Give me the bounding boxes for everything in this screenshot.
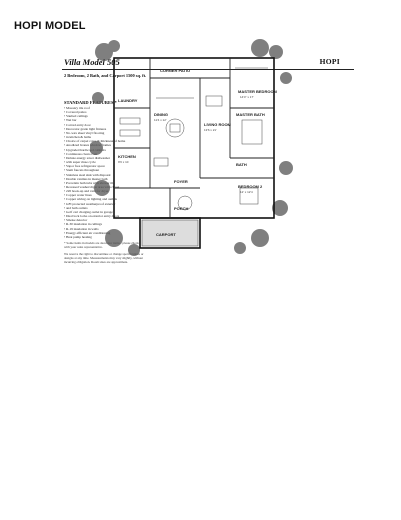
room-label-carport: CARPORT <box>156 232 176 237</box>
features-title: STANDARD FEATURES * <box>64 100 117 105</box>
room-label-dining: DINING <box>154 112 168 117</box>
feature-item: Deluxe energy saver dishwasher <box>64 156 146 160</box>
carport-driveway <box>141 219 199 247</box>
furniture <box>119 67 268 211</box>
interior-walls <box>114 58 274 218</box>
feature-item: Stainless steel sink with disposal <box>64 173 146 177</box>
model-title: Villa Model 505 <box>64 57 120 67</box>
title-rule <box>62 69 354 70</box>
room-label-foyer: FOYER <box>174 179 188 184</box>
room-dims-dining: 11'4 x 12' <box>154 118 167 122</box>
room-label-bedroom-2: BEDROOM 2 <box>238 184 263 189</box>
exterior-walls <box>113 57 275 249</box>
feature-item: 220 hook-up and vent for dryer <box>64 189 146 193</box>
feature-item: Stem faucets throughout <box>64 168 146 172</box>
feature-item: Covered patios <box>64 110 146 114</box>
feature-item: Vapor free refrigerator space <box>64 164 146 168</box>
feature-item: GFI protected weatherproof exterior <box>64 202 146 206</box>
landscaping-shrubs <box>90 39 293 256</box>
room-dims-living-room: 13'6 x 21' <box>204 128 217 132</box>
features-panel: STANDARD FEATURES * Masonry tile roofCov… <box>64 100 146 265</box>
feature-item: Anodized bronze window frames <box>64 143 146 147</box>
feature-item: in kitchen & baths <box>64 135 146 139</box>
feature-item: Decorator grade light fixtures <box>64 127 146 131</box>
feature-item: R-30 insulation in ceilings <box>64 222 146 226</box>
brochure-sheet: Villa Model 505 HOPI 2 Bedroom, 2 Bath, … <box>58 52 358 297</box>
room-label-kitchen: KITCHEN <box>118 154 136 159</box>
feature-item: Upgraded hardwood cabinets <box>64 148 146 152</box>
feature-item: Double vanities in master bath <box>64 177 146 181</box>
feature-item: Energy efficient air conditioning <box>64 231 146 235</box>
brand-name: HOPI <box>319 57 340 66</box>
feature-item: Dual lock locks on exterior entry doors <box>64 214 146 218</box>
page-heading: HOPI MODEL <box>14 20 86 32</box>
disclaimer: We reserve the right to discontinue or c… <box>64 251 144 264</box>
feature-item: Smoke detector <box>64 218 146 222</box>
room-label-bath: BATH <box>236 162 247 167</box>
room-dims-master-bedroom: 14'4" x 17' <box>240 95 254 99</box>
feature-item: Golf cart charging outlet in garage <box>64 210 146 214</box>
room-label-living-room: LIVING ROOM <box>204 122 232 127</box>
feature-item: Vaulted ceilings <box>64 114 146 118</box>
room-dims-kitchen: 9'6 x 10 <box>118 160 129 164</box>
floor-plan: CORNER PATIO MASTER BEDROOM 14'4" x 17' … <box>90 39 293 256</box>
feature-item: Heat pump heating <box>64 235 146 239</box>
feature-item: Copper wiring on lighting and outlets <box>64 197 146 201</box>
feature-item: and bath outlets <box>64 206 146 210</box>
features-list: Masonry tile roofCovered patiosVaulted c… <box>64 106 146 239</box>
feature-item: Carved entry door <box>64 123 146 127</box>
room-label-master-bedroom: MASTER BEDROOM <box>238 89 278 94</box>
feature-item: Masonry tile roof <box>64 106 146 110</box>
room-label-master-bath: MASTER BATH <box>236 112 265 117</box>
room-label-corner-patio: CORNER PATIO <box>160 68 190 73</box>
model-subtitle: 2 Bedroom, 2 Bath, and Carport 1500 sq. … <box>64 73 147 78</box>
feature-item: R-19 insulation in walls <box>64 227 146 231</box>
room-label-porch: PORCH <box>174 206 189 211</box>
feature-item: Wet bar <box>64 118 146 122</box>
feature-item: No-wax sheet vinyl flooring <box>64 131 146 135</box>
room-dims-bedroom-2: 12' x 12'4 <box>240 190 253 194</box>
feature-item: Continuous clean oven <box>64 152 146 156</box>
feature-item: Copper water lines <box>64 193 146 197</box>
feature-item: Porcelain bath tubs with shower tile <box>64 181 146 185</box>
footnote: * Some items in models are decorator ite… <box>64 241 139 249</box>
room-label-laundry: LAUNDRY <box>118 98 138 103</box>
feature-item: Recessed washer/dryer area with closet <box>64 185 146 189</box>
feature-item: with super rinse cycle <box>64 160 146 164</box>
